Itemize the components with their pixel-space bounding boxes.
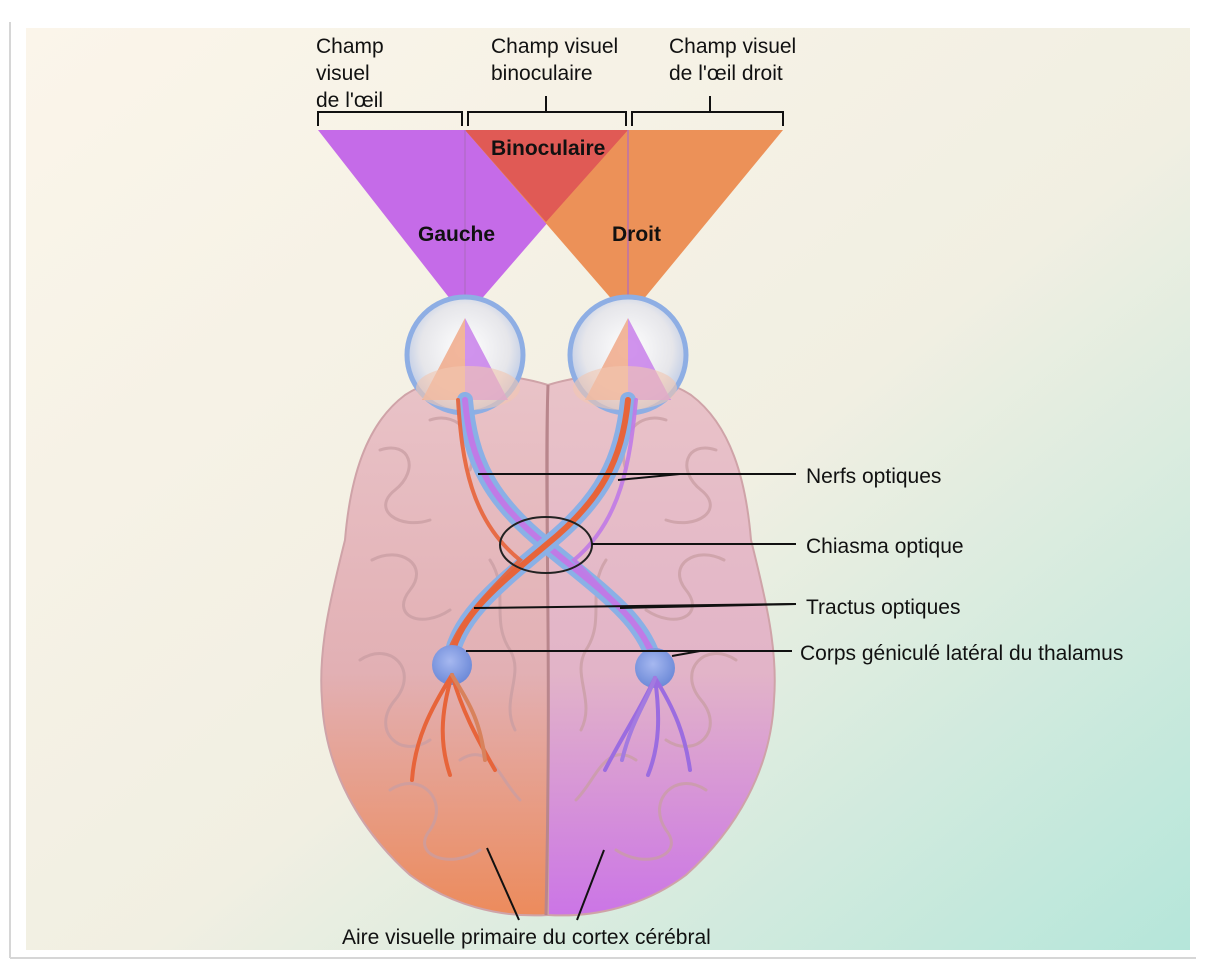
binoculaire-label: Binoculaire bbox=[491, 137, 605, 160]
brain bbox=[321, 375, 775, 915]
nerfs-optiques-label: Nerfs optiques bbox=[806, 465, 941, 488]
left-field-label-3: de l'œil bbox=[316, 89, 383, 112]
right-field-label-1: Champ visuel bbox=[669, 35, 796, 58]
gauche-label: Gauche bbox=[418, 223, 495, 246]
tractus-optiques-label: Tractus optiques bbox=[806, 596, 960, 619]
corps-genicule-label: Corps géniculé latéral du thalamus bbox=[800, 642, 1123, 665]
binocular-field-label-1: Champ visuel bbox=[491, 35, 618, 58]
binocular-field-label-2: binoculaire bbox=[491, 62, 593, 85]
droit-label: Droit bbox=[612, 223, 661, 246]
chiasma-optique-label: Chiasma optique bbox=[806, 535, 964, 558]
aire-visuelle-label: Aire visuelle primaire du cortex cérébra… bbox=[342, 926, 711, 949]
left-field-label-2: visuel bbox=[316, 62, 370, 85]
left-field-label-1: Champ bbox=[316, 35, 384, 58]
right-field-label-2: de l'œil droit bbox=[669, 62, 783, 85]
